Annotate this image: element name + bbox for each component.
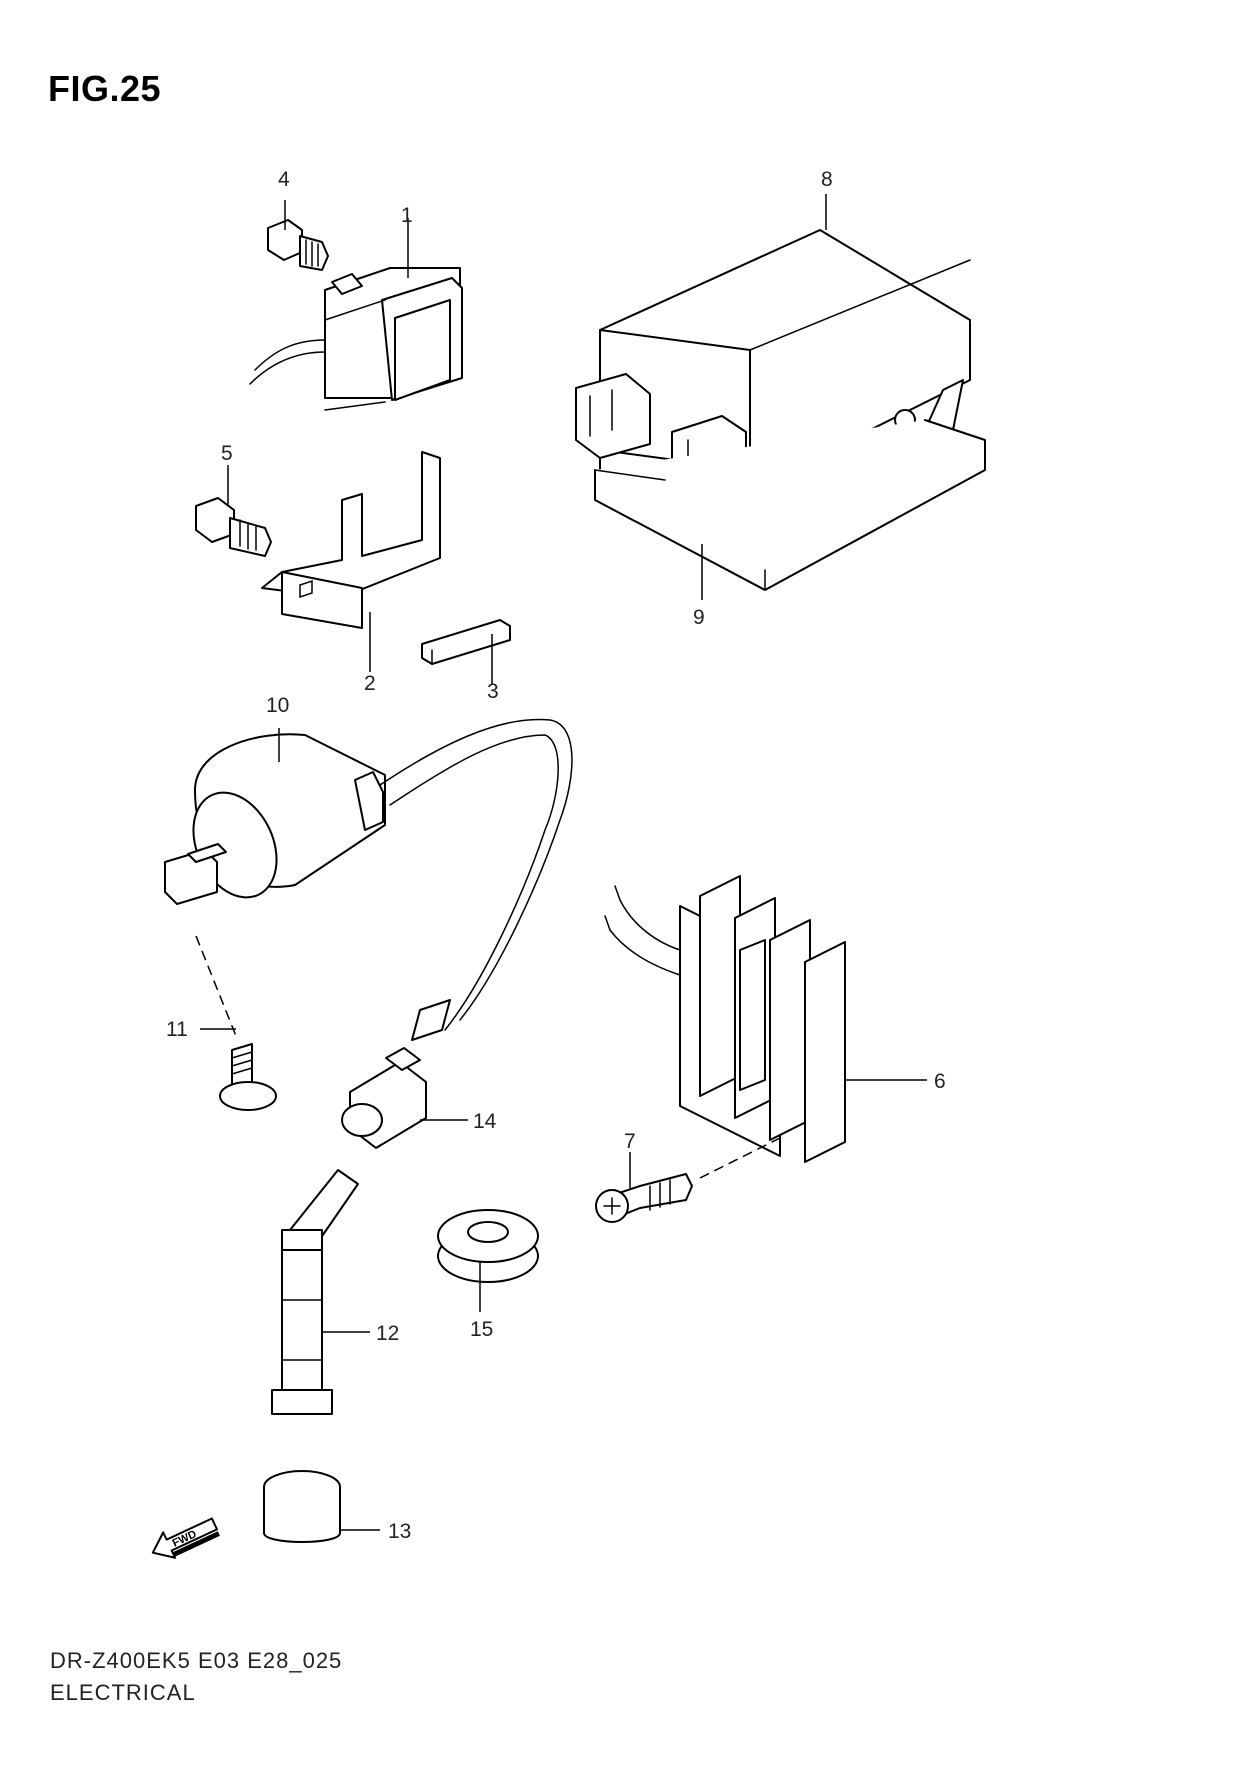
part-14-cap-seal <box>341 1047 427 1149</box>
callout-10: 10 <box>266 694 289 717</box>
part-2-bracket <box>261 451 441 629</box>
callout-8: 8 <box>821 168 833 191</box>
model-code: DR-Z400EK5 E03 E28_025 <box>50 1648 343 1673</box>
part-7-screw <box>595 1137 781 1223</box>
callout-1: 1 <box>401 204 413 227</box>
callout-5: 5 <box>221 442 233 465</box>
part-10-ignition-coil <box>164 718 573 1041</box>
callout-3: 3 <box>487 680 499 703</box>
leader-lines <box>200 194 927 1531</box>
part-12-plug-cap <box>271 1169 359 1415</box>
callout-13: 13 <box>388 1520 411 1543</box>
callout-6: 6 <box>934 1070 946 1093</box>
callout-12: 12 <box>376 1322 399 1345</box>
callout-2: 2 <box>364 672 376 695</box>
part-1-relay <box>249 267 463 411</box>
part-4-bolt <box>267 219 329 271</box>
part-3-cushion <box>421 619 511 665</box>
callout-14: 14 <box>473 1110 497 1133</box>
part-5-bolt <box>195 497 272 557</box>
section-name: ELECTRICAL <box>50 1680 196 1705</box>
callout-15: 15 <box>470 1318 493 1341</box>
part-11-screw <box>195 935 277 1111</box>
callout-4: 4 <box>278 168 290 191</box>
callout-9: 9 <box>693 606 705 629</box>
callout-11: 11 <box>166 1018 188 1041</box>
part-6-regulator-rectifier <box>604 875 846 1163</box>
callout-7: 7 <box>624 1130 636 1153</box>
figure-title: FIG.25 <box>48 68 162 109</box>
forward-arrow-icon: FWD <box>151 1517 220 1559</box>
part-9-pad <box>594 419 986 591</box>
part-15-grommet <box>437 1209 539 1283</box>
callout-labels: 4 1 5 8 9 2 3 10 11 14 6 7 12 15 13 <box>166 168 946 1543</box>
part-13-cover <box>263 1470 341 1543</box>
